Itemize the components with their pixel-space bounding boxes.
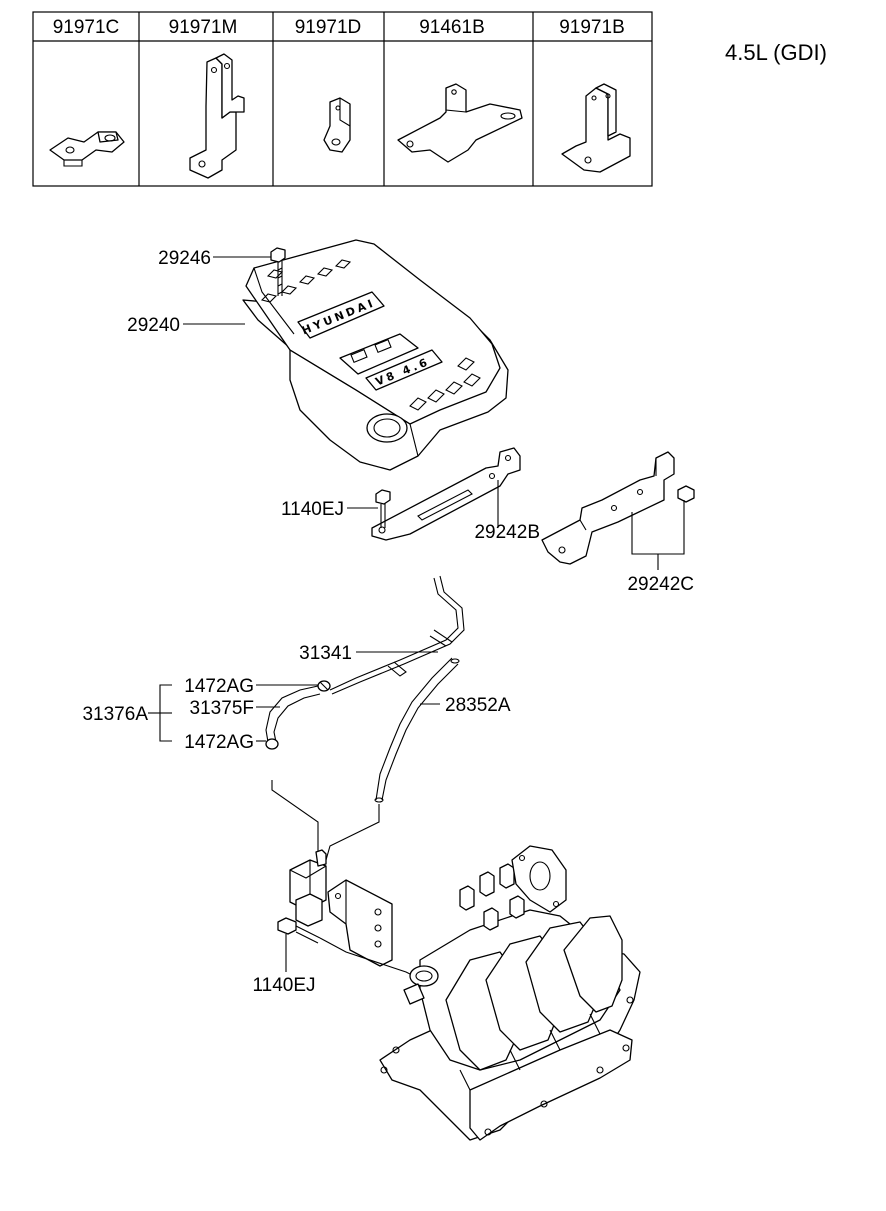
parts-header-table: 91971C 91971M 91971D 91461B 91971B [32,11,653,187]
clamp-1472ag-lower-drawing [265,738,279,750]
bolt-29246-drawing [270,247,286,296]
bracket-91971m-drawing [189,53,245,179]
header-part-91971d: 91971D [295,17,362,38]
intake-manifold-drawing [379,845,641,1141]
bracket-91461b-drawing [397,83,523,163]
table-border [32,11,653,187]
header-part-91971m: 91971M [169,17,238,38]
callout-29242b: 29242B [474,522,540,543]
solenoid-valve-drawing [289,849,327,927]
hose-31375f-drawing [265,685,321,743]
vacuum-hose-28352a-drawing [374,657,460,803]
cover-vents-left [260,259,352,303]
clamp-1472ag-upper-drawing [317,680,331,692]
header-part-91971b: 91971B [559,17,625,38]
engine-variant-label: 4.5L (GDI) [725,40,827,65]
callout-29242c: 29242C [627,574,694,595]
header-part-91971c: 91971C [53,17,120,38]
clip-91971d-drawing [323,97,351,153]
callout-1472ag-upper: 1472AG [184,676,254,697]
bracket-29242b-drawing [371,447,521,541]
clip-91971c-drawing [49,131,125,167]
callout-31341: 31341 [299,643,352,664]
bolt-1140ej-upper-drawing [375,489,391,528]
guide-line-hose [271,780,319,860]
callout-29246: 29246 [158,248,211,269]
valve-bracket-drawing [327,879,393,967]
engine-cover-drawing: HYUNDAI V8 4.6 [242,239,509,471]
callout-bracket-31376a [148,684,172,742]
oil-filler-cap [366,413,408,443]
callout-31375f: 31375F [190,698,254,719]
guide-line-vacuum [325,804,380,861]
callout-29240: 29240 [127,315,180,336]
pipe-31341-drawing [329,575,465,695]
callout-1472ag-lower: 1472AG [184,732,254,753]
callout-28352a: 28352A [445,695,511,716]
header-part-91461b: 91461B [419,17,485,38]
bracket-29242c-drawing [541,451,695,565]
callout-1140ej-upper: 1140EJ [281,499,344,520]
callout-31376a: 31376A [82,704,148,725]
cover-vents-right [409,357,481,411]
callout-1140ej-lower: 1140EJ [252,975,315,996]
bracket-91971b-drawing [561,83,631,173]
